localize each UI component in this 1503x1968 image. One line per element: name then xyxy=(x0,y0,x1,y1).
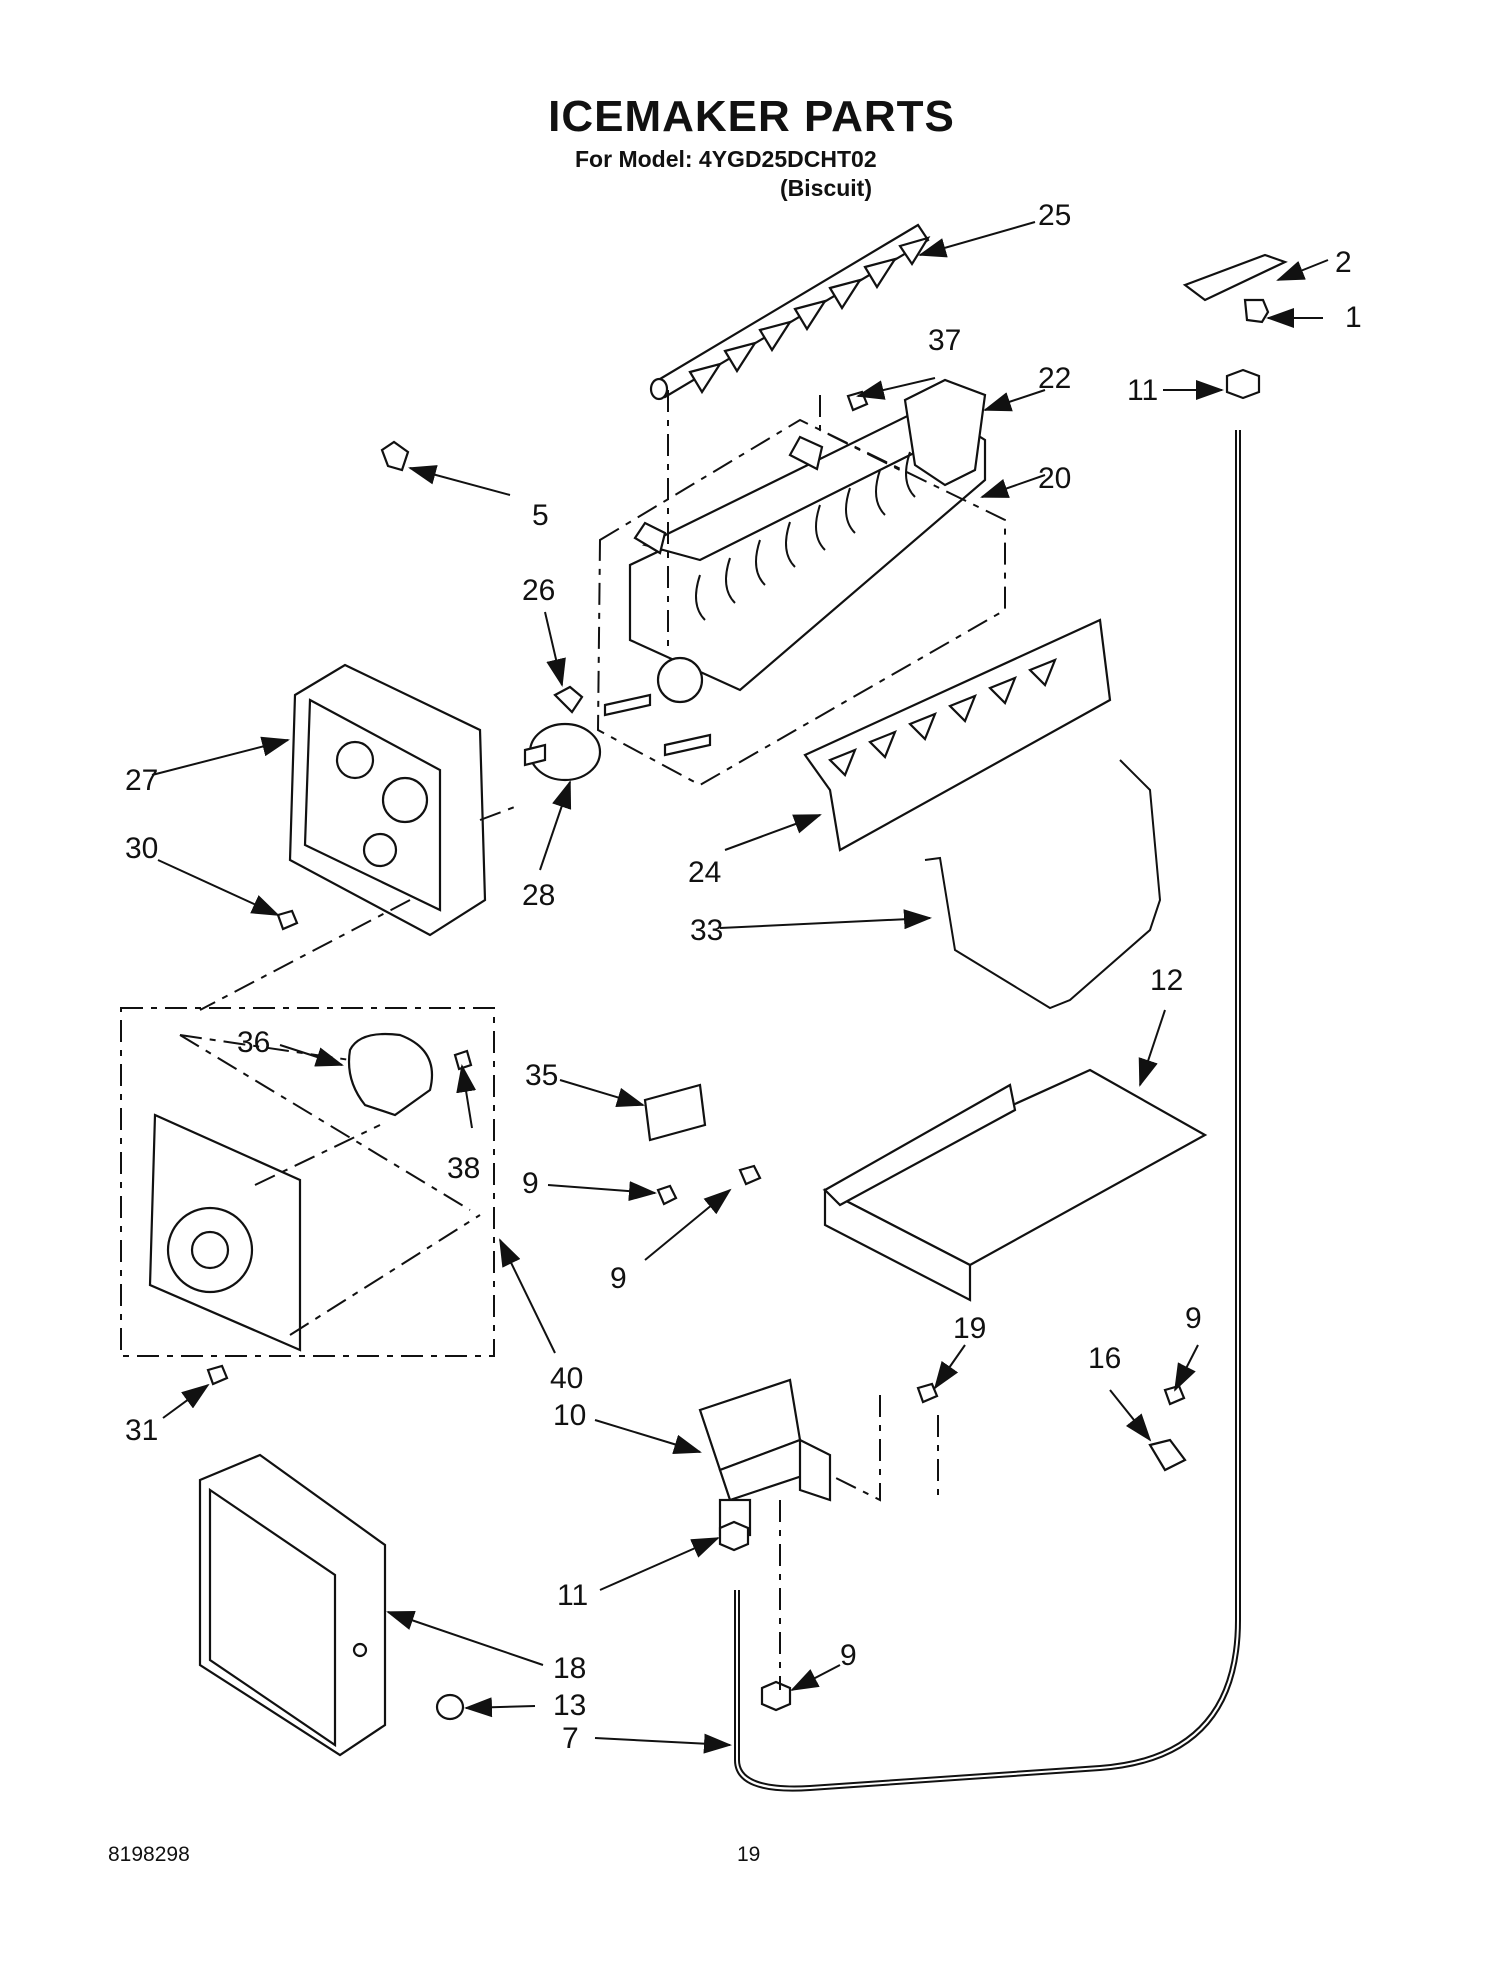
callout-9-right: 9 xyxy=(1185,1302,1202,1335)
stripper-part xyxy=(803,618,1112,852)
screw-28-part xyxy=(276,909,299,931)
callout-36: 37 xyxy=(928,324,961,357)
callout-9-left: 9 xyxy=(522,1167,539,1200)
callout-38: 38 xyxy=(447,1152,480,1185)
callout-25: 27 xyxy=(125,764,158,797)
callout-11-top: 11 xyxy=(1127,374,1158,407)
bracket-2-part xyxy=(1182,253,1288,302)
callout-2: 2 xyxy=(1335,246,1352,279)
callout-1: 1 xyxy=(1345,301,1362,334)
callout-16: 16 xyxy=(1088,1342,1121,1375)
screw-30-part xyxy=(206,1364,229,1386)
motor-37-part xyxy=(347,1032,434,1117)
callout-13: 13 xyxy=(553,1689,586,1722)
screw-9c-part xyxy=(1163,1384,1186,1406)
callout-7: 7 xyxy=(562,1722,579,1755)
callout-11-lower: 11 xyxy=(557,1579,588,1612)
motor-part xyxy=(523,722,602,782)
callout-18: 18 xyxy=(553,1652,586,1685)
page-title: ICEMAKER PARTS xyxy=(548,92,955,141)
screw-19-part xyxy=(916,1382,939,1404)
callout-23: 25 xyxy=(1038,199,1071,232)
clip-26-part xyxy=(553,685,584,714)
model-line: For Model: 4YGD25DCHT02 xyxy=(575,146,877,172)
callout-19: 19 xyxy=(953,1312,986,1345)
control-housing-part xyxy=(288,663,487,937)
fill-tube-part xyxy=(734,430,1241,1792)
callout-24: 24 xyxy=(688,856,721,889)
nut-40-part xyxy=(760,1680,792,1712)
module-35-outline xyxy=(120,1007,495,1357)
callout-37: 36 xyxy=(237,1026,270,1059)
callout-30: 31 xyxy=(125,1414,158,1447)
mold-assembly-outline xyxy=(596,418,1006,787)
cover-33-part xyxy=(643,1083,707,1142)
clamp-16-part xyxy=(1148,1438,1187,1472)
screw-9a-part xyxy=(656,1184,678,1206)
page-number: 19 xyxy=(737,1843,761,1866)
screw-1-part xyxy=(1243,298,1270,324)
water-valve-part xyxy=(698,1378,832,1537)
nut-11-lower-part xyxy=(718,1520,750,1552)
control-module-part xyxy=(148,1113,302,1352)
color-line: (Biscuit) xyxy=(780,175,872,201)
shield-12-part xyxy=(822,1068,1208,1302)
callout-22: 22 xyxy=(1038,362,1071,395)
callout-5: 5 xyxy=(532,499,549,532)
screw-9b-part xyxy=(738,1164,762,1186)
ejector-shaft-part xyxy=(649,223,931,401)
nut-11-top-part xyxy=(1225,368,1261,400)
clip-5-part xyxy=(380,440,410,472)
shutoff-arm-part xyxy=(924,759,1162,1010)
callout-35: 40 xyxy=(550,1362,583,1395)
callout-33: 35 xyxy=(525,1059,558,1092)
callout-40: 9 xyxy=(840,1639,857,1672)
fill-cup-part xyxy=(903,378,987,487)
callout-10: 10 xyxy=(553,1399,586,1432)
document-number: 8198298 xyxy=(108,1843,190,1866)
callout-20: 20 xyxy=(1038,462,1071,495)
callout-9-lower: 9 xyxy=(610,1262,627,1295)
callout-26: 26 xyxy=(522,574,555,607)
callout-12: 12 xyxy=(1150,964,1183,997)
front-cover-18-part xyxy=(198,1453,387,1757)
callout-28: 30 xyxy=(125,832,158,865)
callout-27: 28 xyxy=(522,879,555,912)
callout-31: 33 xyxy=(690,914,723,947)
plug-13-part xyxy=(435,1693,465,1721)
